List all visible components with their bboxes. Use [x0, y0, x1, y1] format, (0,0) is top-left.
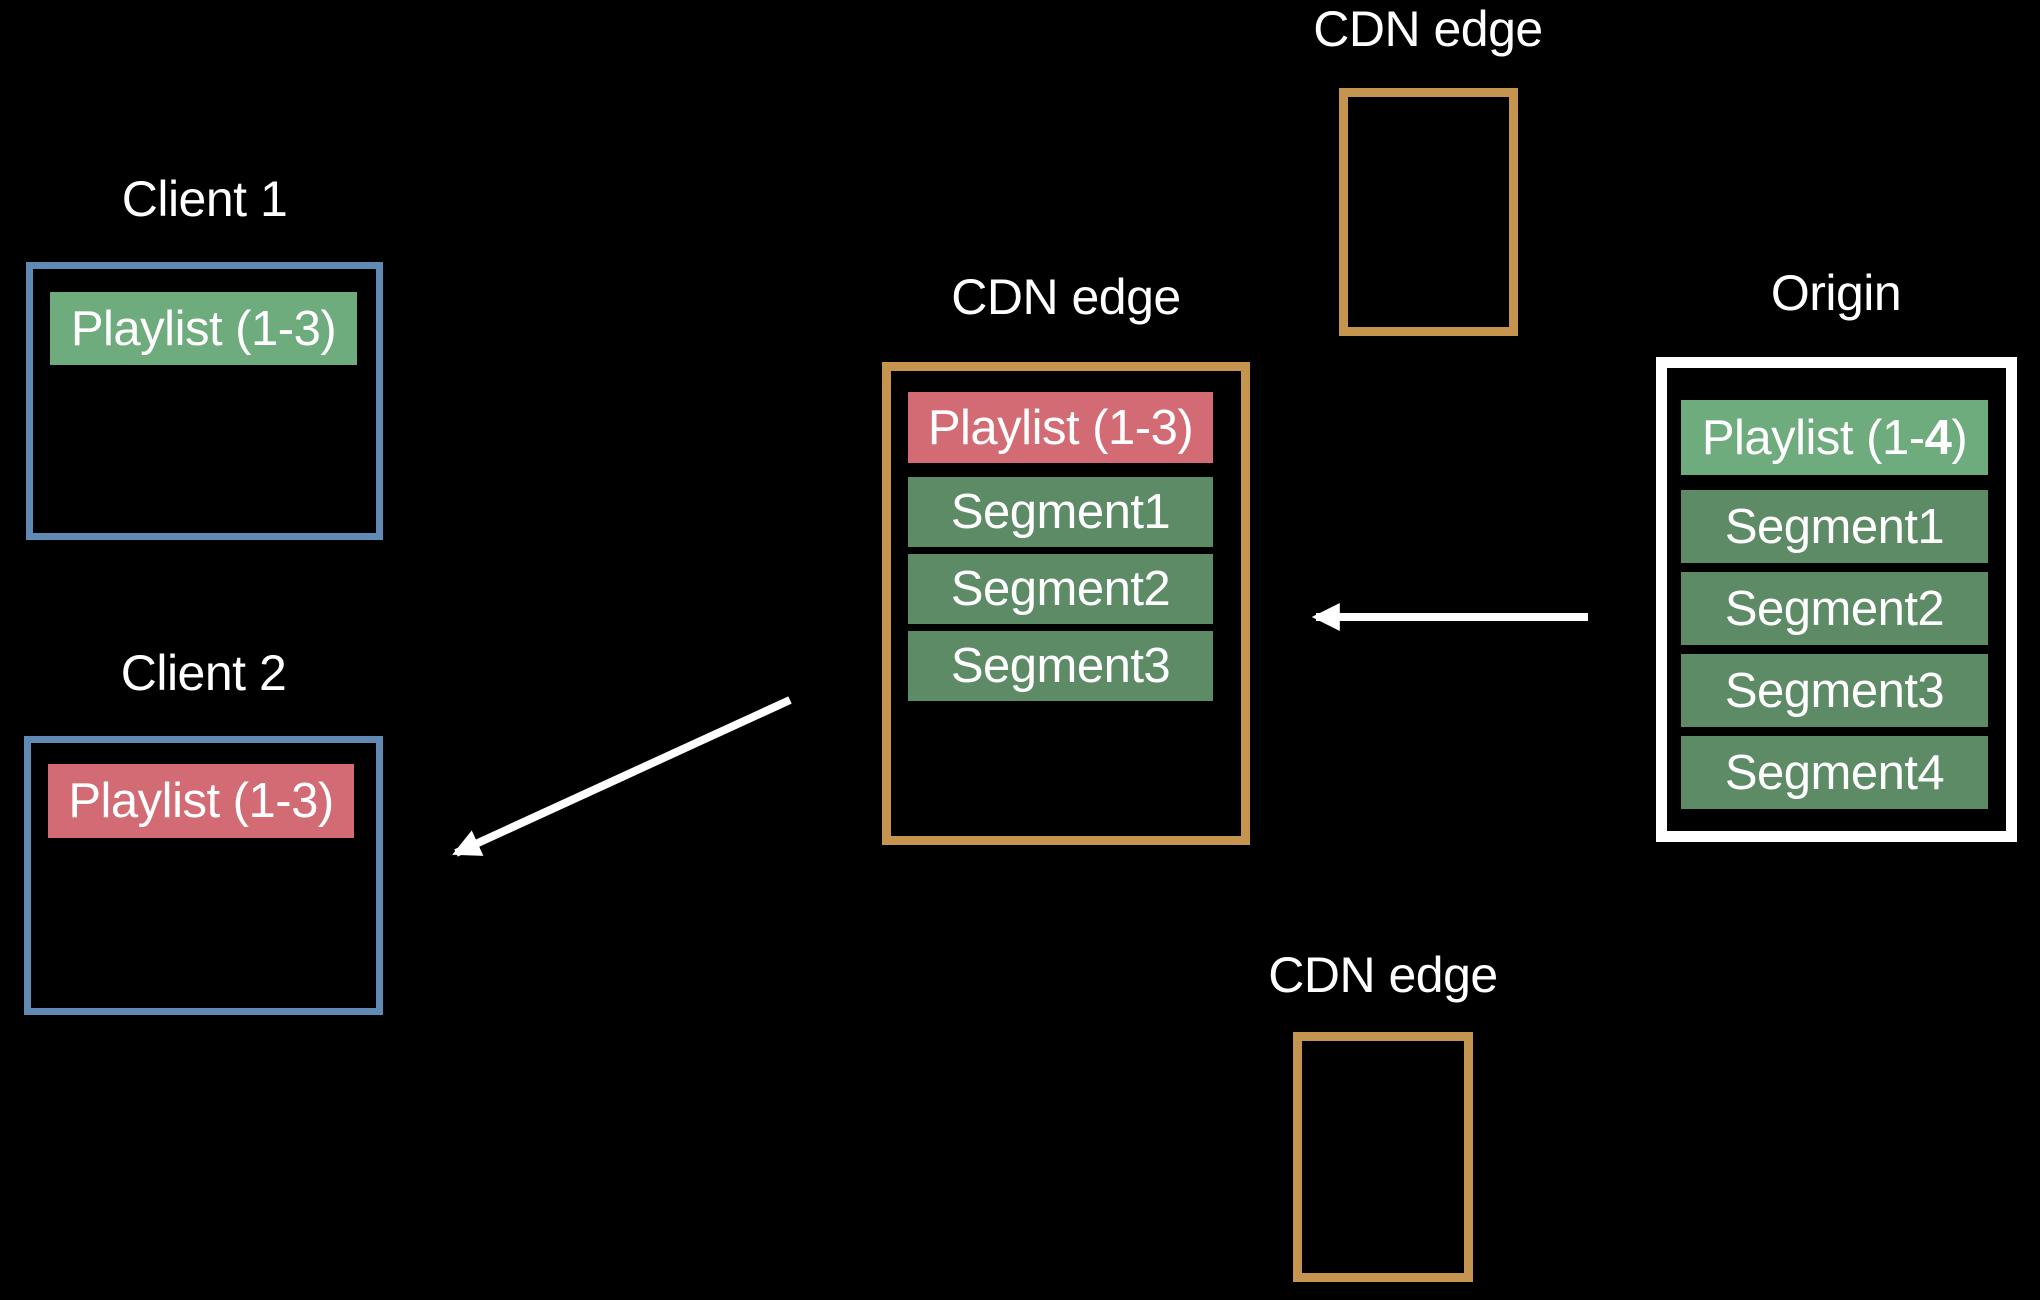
origin-playlist-label-suffix: )	[1951, 410, 1968, 465]
arrow-cdn-center-to-client2	[452, 696, 792, 857]
origin-segment3-chip: Segment3	[1681, 654, 1988, 727]
origin-title: Origin	[1770, 265, 1902, 321]
cdn-center-title: CDN edge	[951, 269, 1181, 325]
origin-playlist-label-prefix: Playlist (1-	[1701, 410, 1925, 465]
client2-playlist-chip: Playlist (1-3)	[48, 764, 354, 838]
client2-title: Client 2	[120, 645, 287, 701]
cdn-center-playlist-chip: Playlist (1-3)	[908, 392, 1213, 463]
cdn-center-box: Playlist (1-3) Segment1 Segment2 Segment…	[882, 362, 1250, 845]
client2-box: Playlist (1-3)	[24, 736, 383, 1015]
cdn-center-segment2-chip: Segment2	[908, 554, 1213, 624]
cdn-bottom-box	[1293, 1032, 1473, 1282]
origin-box: Playlist (1-4) Segment1 Segment2 Segment…	[1656, 357, 2017, 842]
origin-segment4-chip: Segment4	[1681, 736, 1988, 809]
origin-segment1-chip: Segment1	[1681, 490, 1988, 563]
client1-title: Client 1	[121, 171, 288, 227]
cdn-top-title: CDN edge	[1313, 1, 1543, 57]
client1-box: Playlist (1-3)	[26, 262, 383, 540]
cdn-top-box	[1339, 88, 1518, 336]
origin-segment2-chip: Segment2	[1681, 572, 1988, 645]
cdn-bottom-title: CDN edge	[1268, 947, 1498, 1003]
origin-playlist-label-bold: 4	[1924, 410, 1952, 465]
client1-playlist-chip: Playlist (1-3)	[50, 292, 357, 365]
origin-playlist-chip: Playlist (1-4)	[1681, 400, 1988, 475]
cdn-center-segment3-chip: Segment3	[908, 631, 1213, 701]
cdn-center-segment1-chip: Segment1	[908, 477, 1213, 547]
